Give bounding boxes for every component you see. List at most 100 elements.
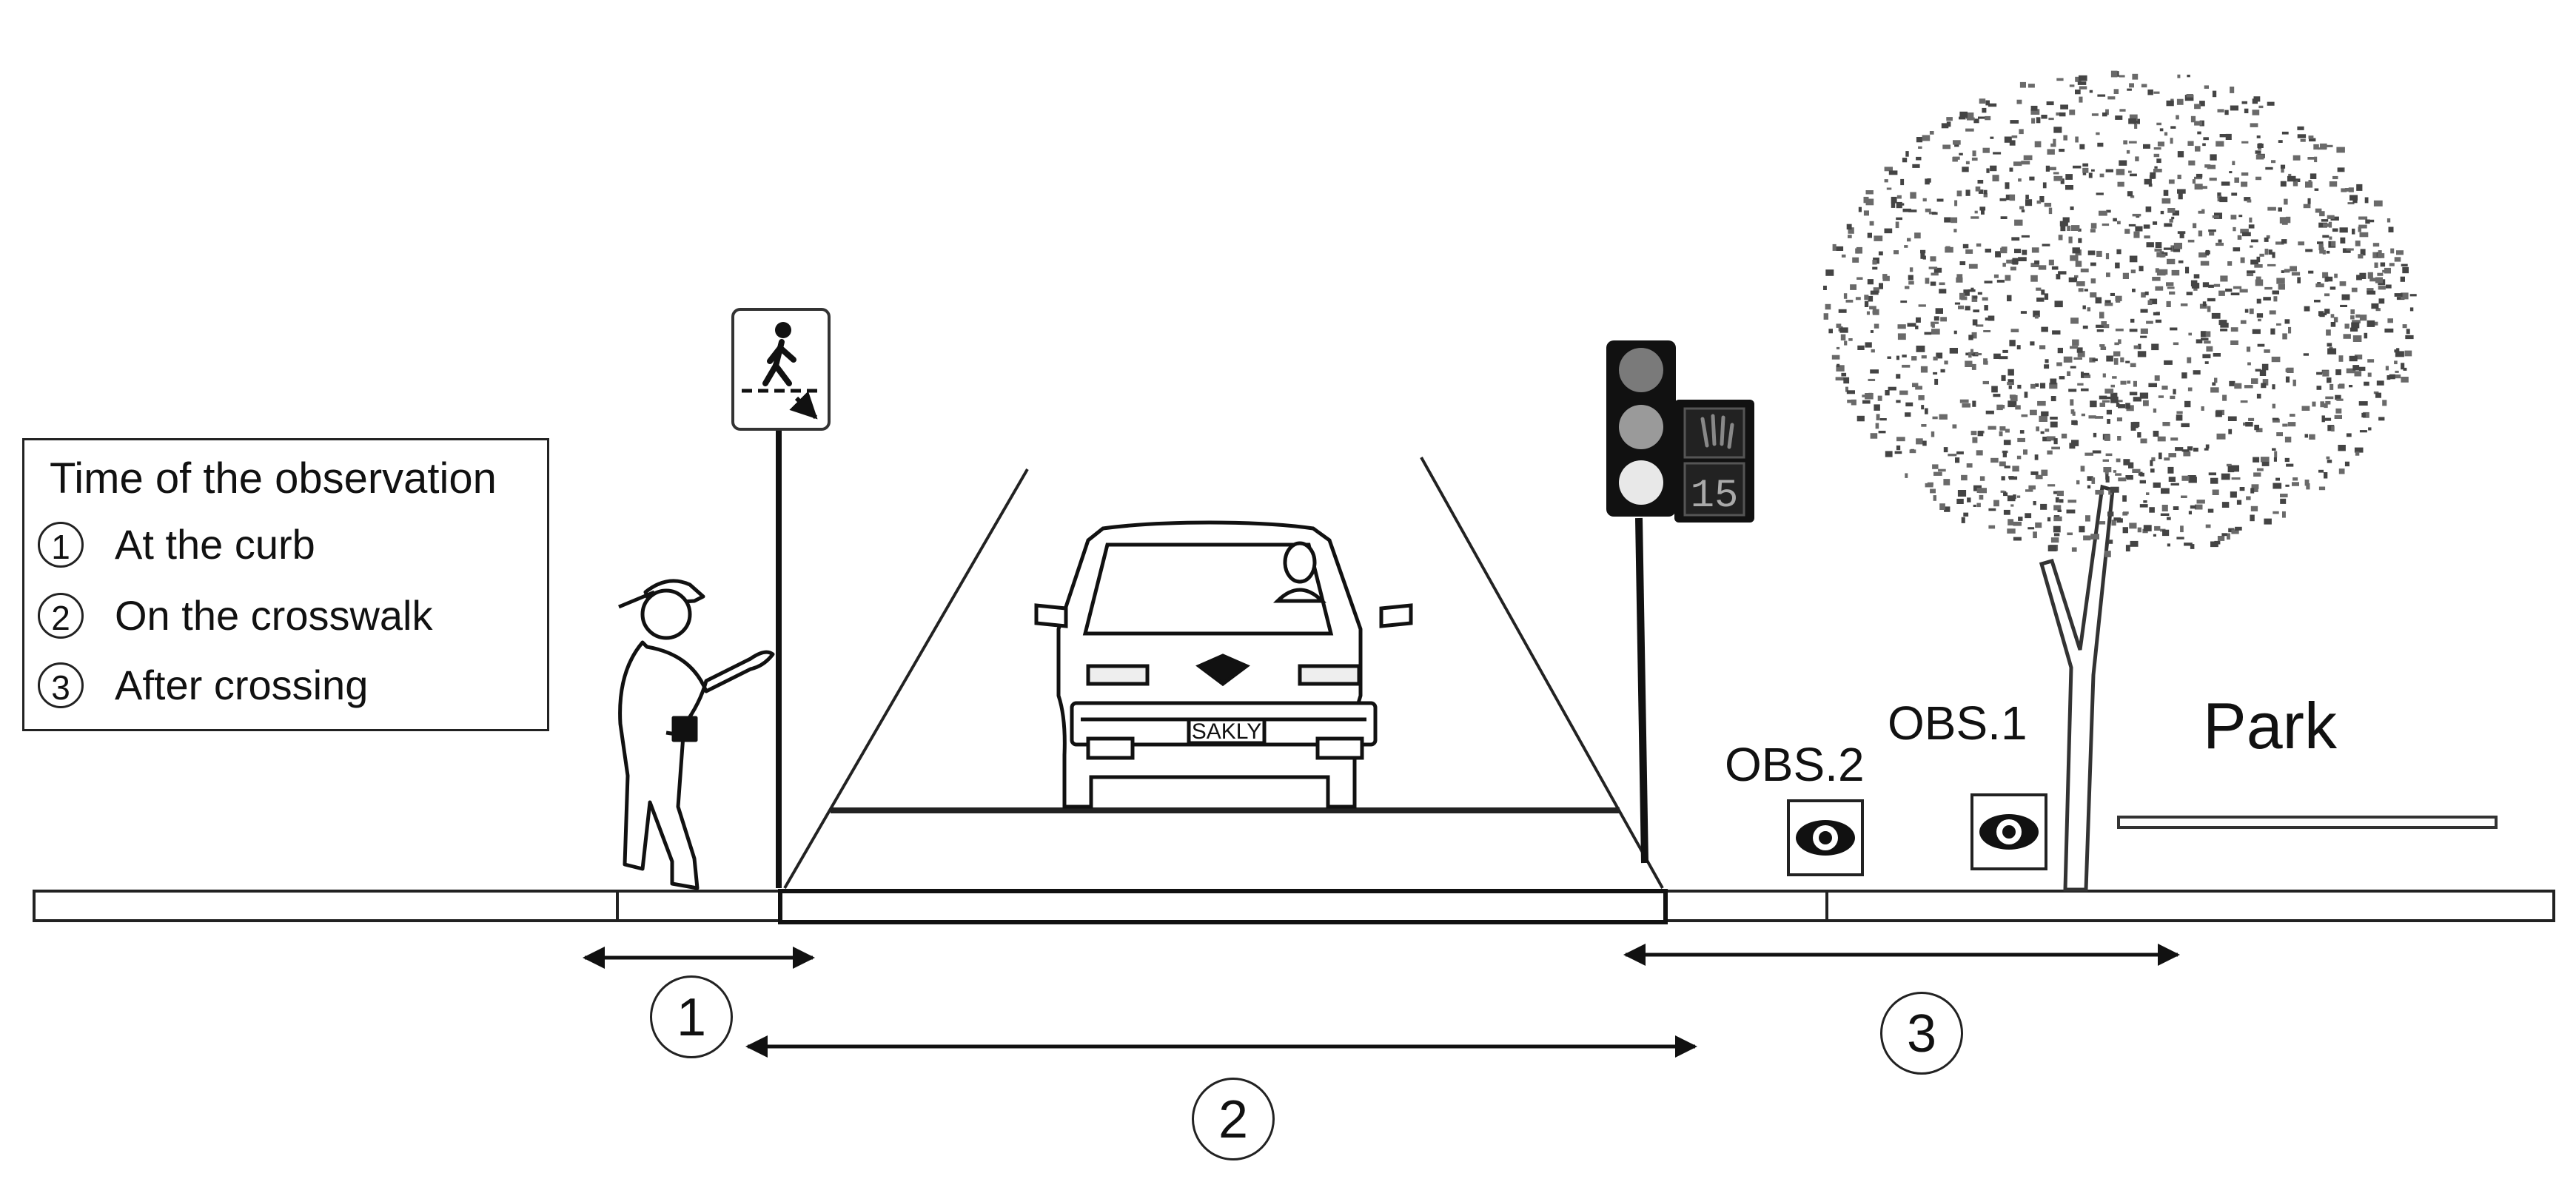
foliage-speck (2326, 250, 2330, 254)
foliage-speck (1984, 360, 1988, 365)
license-plate: SAKLY (1192, 719, 1262, 744)
foliage-speck (2141, 84, 2147, 88)
foliage-speck (1953, 229, 1957, 232)
foliage-speck (2230, 292, 2240, 295)
foliage-speck (1954, 302, 1961, 305)
foliage-speck (2244, 108, 2249, 113)
foliage-speck (1846, 224, 1852, 230)
foliage-speck (1985, 115, 1991, 121)
foliage-speck (1990, 165, 1997, 172)
foliage-speck (2077, 351, 2085, 357)
foliage-speck (2033, 501, 2036, 505)
foliage-speck (2099, 403, 2105, 407)
foliage-speck (2292, 181, 2298, 187)
foliage-speck (2315, 283, 2324, 288)
foliage-speck (2102, 459, 2109, 462)
foliage-speck (1845, 386, 1848, 392)
foliage-speck (2281, 239, 2287, 244)
foliage-speck (2219, 134, 2229, 138)
foliage-speck (2146, 320, 2153, 324)
foliage-speck (2060, 178, 2065, 184)
foliage-speck (2092, 450, 2102, 454)
foliage-speck (2011, 259, 2019, 264)
foliage-speck (2117, 436, 2121, 441)
foliage-speck (2244, 309, 2249, 313)
foliage-speck (1868, 295, 1874, 302)
foliage-speck (1896, 355, 1899, 360)
foliage-speck (2016, 345, 2021, 350)
foliage-speck (1863, 210, 1869, 216)
foliage-speck (2365, 219, 2370, 224)
foliage-speck (2081, 388, 2089, 392)
foliage-speck (2079, 75, 2087, 81)
foliage-speck (1973, 118, 1979, 124)
foliage-speck (2319, 211, 2325, 217)
foliage-speck (2384, 328, 2394, 333)
foliage-speck (1982, 107, 1987, 113)
foliage-speck (2394, 360, 2398, 365)
legend-item: 2 On the crosswalk (38, 591, 433, 639)
foliage-speck (1959, 292, 1965, 300)
foliage-speck (1977, 180, 1984, 184)
foliage-speck (2153, 312, 2160, 316)
foliage-speck (2045, 429, 2050, 432)
foliage-speck (1975, 187, 1981, 192)
foliage-speck (2082, 305, 2086, 309)
foliage-speck (2183, 451, 2191, 457)
foliage-speck (2343, 334, 2351, 339)
foliage-speck (2020, 311, 2027, 314)
foliage-speck (2021, 235, 2030, 238)
pedestrian-crossing-sign (731, 308, 831, 888)
foliage-speck (2128, 170, 2132, 173)
foliage-speck (2304, 480, 2310, 486)
foliage-speck (2173, 342, 2179, 346)
foliage-speck (2125, 360, 2130, 363)
foliage-speck (2082, 374, 2091, 378)
foliage-speck (2401, 292, 2409, 300)
foliage-speck (2019, 430, 2025, 434)
foliage-speck (2272, 418, 2280, 423)
foliage-speck (2335, 394, 2341, 400)
foliage-speck (2350, 327, 2358, 332)
foliage-speck (2344, 461, 2349, 467)
foliage-speck (1904, 245, 1908, 248)
foliage-speck (2191, 283, 2200, 289)
foliage-speck (2063, 135, 2067, 141)
foliage-speck (2232, 161, 2235, 166)
foliage-speck (2172, 210, 2179, 216)
foliage-speck (2251, 378, 2258, 384)
foliage-speck (2027, 527, 2035, 530)
foliage-speck (2130, 540, 2139, 547)
foliage-speck (2057, 347, 2063, 354)
foliage-speck (1898, 203, 1905, 206)
foliage-speck (2008, 369, 2014, 376)
green-light-icon (1619, 460, 1663, 505)
foliage-speck (2139, 392, 2149, 399)
foliage-speck (2259, 253, 2264, 257)
foliage-speck (2115, 329, 2124, 332)
foliage-speck (2304, 434, 2308, 438)
foliage-speck (1858, 206, 1862, 212)
foliage-speck (2018, 517, 2023, 521)
foliage-speck (2070, 255, 2079, 261)
foliage-speck (2373, 200, 2383, 206)
foliage-speck (2087, 476, 2093, 481)
foliage-speck (2075, 90, 2081, 95)
foliage-speck (2280, 181, 2287, 187)
foliage-speck (2146, 492, 2150, 495)
legend-number: 3 (38, 662, 84, 708)
foliage-speck (1876, 414, 1880, 420)
foliage-speck (1896, 437, 1905, 442)
foliage-speck (2078, 238, 2082, 243)
foliage-speck (2170, 126, 2176, 129)
foliage-speck (2229, 171, 2233, 174)
foliage-speck (2033, 531, 2037, 539)
foliage-speck (2239, 289, 2248, 293)
foliage-speck (2042, 243, 2050, 246)
foliage-speck (2264, 237, 2269, 242)
foliage-speck (2053, 525, 2061, 533)
foliage-speck (2007, 528, 2016, 534)
foliage-speck (2002, 263, 2006, 267)
foliage-speck (2324, 309, 2330, 314)
